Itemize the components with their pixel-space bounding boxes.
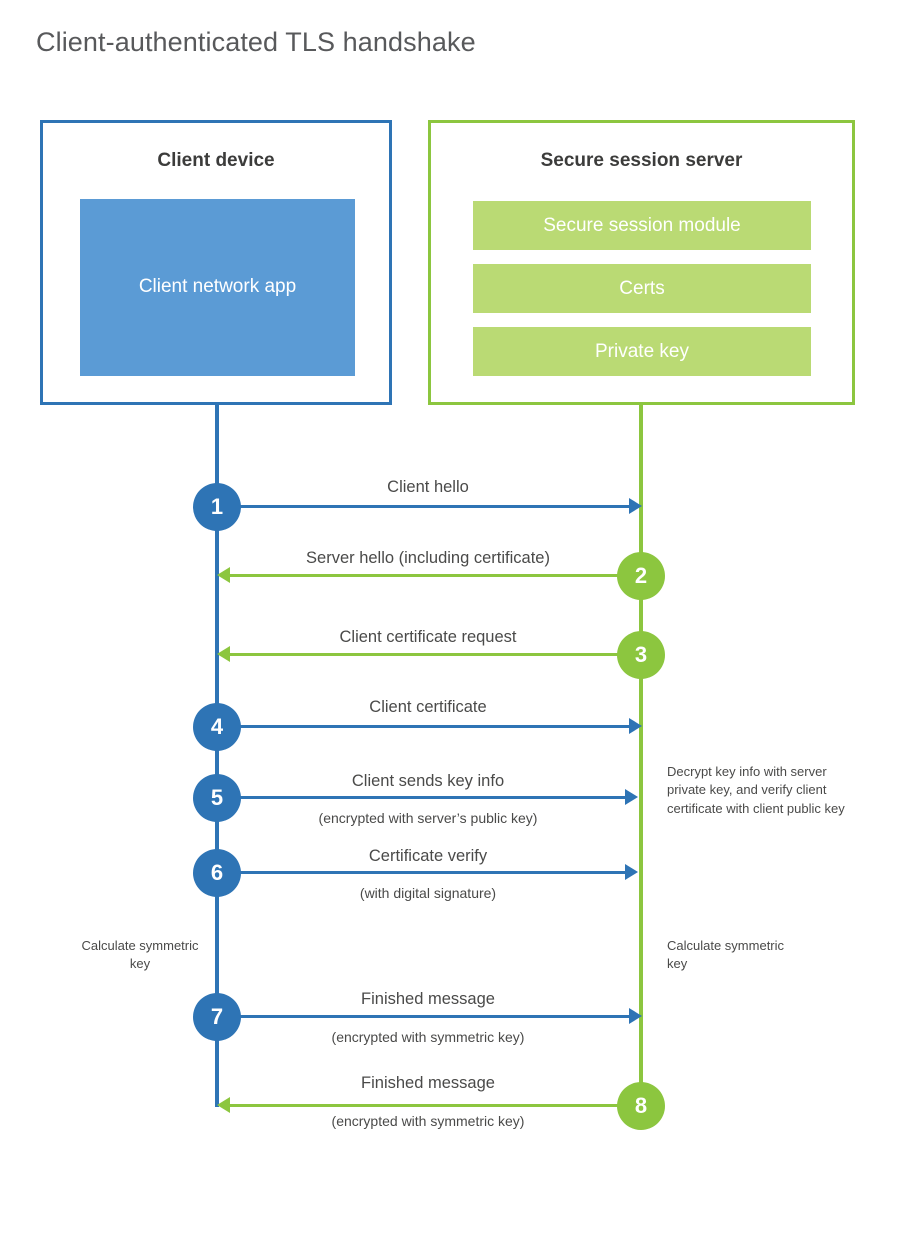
server-component-certs: Certs bbox=[473, 264, 811, 313]
step-6-sublabel: (with digital signature) bbox=[359, 885, 497, 901]
step-3-arrow-head-icon bbox=[217, 646, 230, 662]
step-3-label: Client certificate request bbox=[339, 628, 517, 646]
step-7-label: Finished message bbox=[361, 990, 495, 1008]
client-lifeline bbox=[215, 405, 219, 1107]
step-7-sublabel: (encrypted with symmetric key) bbox=[331, 1029, 525, 1045]
step-1-circle[interactable]: 1 bbox=[193, 483, 241, 531]
step-6-circle[interactable]: 6 bbox=[193, 849, 241, 897]
step-5-label: Client sends key info bbox=[351, 772, 505, 790]
step-8-label: Finished message bbox=[361, 1074, 495, 1092]
step-8-arrow-head-icon bbox=[217, 1097, 230, 1113]
step-4-arrow-line bbox=[217, 725, 629, 728]
server-component-private-key: Private key bbox=[473, 327, 811, 376]
step-3-arrow-line bbox=[230, 653, 641, 656]
secure-session-server-title: Secure session server bbox=[540, 150, 743, 171]
client-device-title: Client device bbox=[157, 150, 275, 171]
secure-session-server-box: Secure session server Secure session mod… bbox=[428, 120, 855, 405]
step-3-circle[interactable]: 3 bbox=[617, 631, 665, 679]
step-4-circle[interactable]: 4 bbox=[193, 703, 241, 751]
step-5-arrow-head-icon bbox=[625, 789, 638, 805]
server-decrypt-annotation: Decrypt key info with server private key… bbox=[667, 764, 845, 816]
step-5-sublabel: (encrypted with server’s public key) bbox=[318, 810, 538, 826]
step-7-arrow-line bbox=[217, 1015, 629, 1018]
client-network-app-block: Client network app bbox=[80, 199, 355, 376]
step-2-arrow-head-icon bbox=[217, 567, 230, 583]
step-2-circle[interactable]: 2 bbox=[617, 552, 665, 600]
step-2-arrow-line bbox=[230, 574, 641, 577]
step-8-circle[interactable]: 8 bbox=[617, 1082, 665, 1130]
page-title: Client-authenticated TLS handshake bbox=[36, 27, 476, 57]
step-6-arrow-line bbox=[217, 871, 625, 874]
step-7-arrow-head-icon bbox=[629, 1008, 642, 1024]
step-1-arrow-line bbox=[217, 505, 629, 508]
step-5-arrow-line bbox=[217, 796, 625, 799]
server-component-secure-session-module: Secure session module bbox=[473, 201, 811, 250]
step-8-sublabel: (encrypted with symmetric key) bbox=[331, 1113, 525, 1129]
server-calculate-symmetric-key-annotation: Calculate symmetric key bbox=[667, 938, 785, 972]
step-1-label: Client hello bbox=[387, 478, 469, 496]
step-7-circle[interactable]: 7 bbox=[193, 993, 241, 1041]
step-1-arrow-head-icon bbox=[629, 498, 642, 514]
step-6-label: Certificate verify bbox=[368, 847, 488, 865]
step-4-arrow-head-icon bbox=[629, 718, 642, 734]
step-2-label: Server hello (including certificate) bbox=[306, 549, 550, 567]
client-calculate-symmetric-key-annotation: Calculate symmetric key bbox=[81, 938, 199, 972]
server-lifeline bbox=[639, 405, 643, 1105]
step-6-arrow-head-icon bbox=[625, 864, 638, 880]
client-device-box: Client device Client network app bbox=[40, 120, 392, 405]
step-5-circle[interactable]: 5 bbox=[193, 774, 241, 822]
step-8-arrow-line bbox=[230, 1104, 641, 1107]
step-4-label: Client certificate bbox=[369, 698, 487, 716]
